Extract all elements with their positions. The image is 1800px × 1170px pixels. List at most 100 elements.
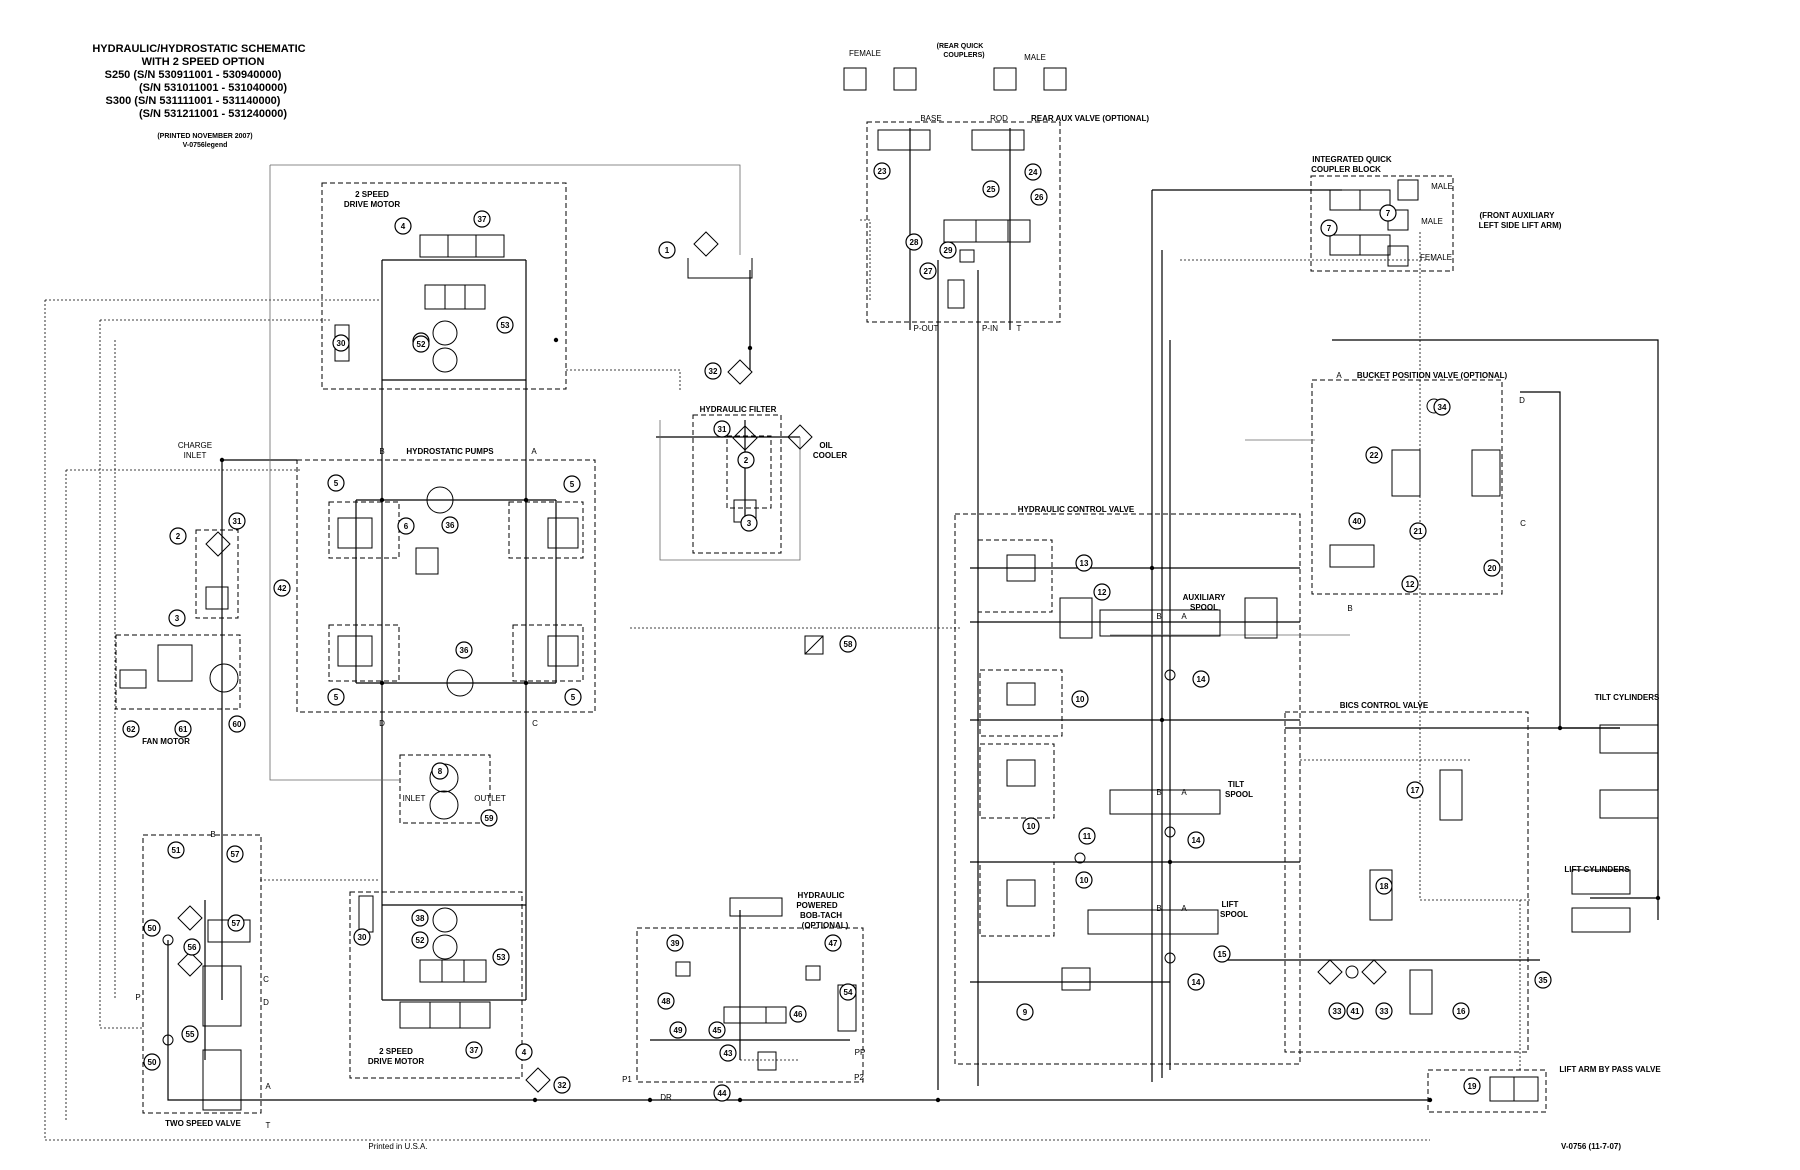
port-bucket-d: D: [1519, 396, 1525, 405]
label-rear-quick-couplers: COUPLERS): [943, 52, 984, 59]
fan-valve-61-icon: [157, 644, 193, 682]
callout-52: 52: [412, 335, 430, 353]
junction-dot: [1159, 717, 1165, 723]
callout-number: 5: [334, 479, 339, 488]
callout-circle: [740, 514, 758, 532]
port-tsv-b: B: [210, 830, 215, 839]
callout-44: 44: [713, 1084, 731, 1102]
junction-dot: [219, 457, 225, 463]
filter-31-charge-icon: [205, 531, 231, 557]
port-labels: FEMALE MALE BASE ROD P-OUT P-IN T MALE M…: [135, 49, 1526, 1130]
callout-3: 3: [168, 609, 186, 627]
callout-number: 28: [910, 238, 919, 247]
port-bob-p1: P1: [622, 1075, 632, 1084]
sensor-58-icon: [804, 635, 824, 655]
valve-17-icon: [1439, 769, 1463, 821]
junction-dots: [219, 337, 1661, 1103]
callout-number: 27: [924, 267, 933, 276]
callout-circle: [1075, 871, 1093, 889]
callout-15: 15: [1213, 945, 1231, 963]
callout-circle: [657, 992, 675, 1010]
callout-circle: [1348, 512, 1366, 530]
relief-10c-icon: [1006, 879, 1036, 907]
port-p-out: P-OUT: [914, 324, 939, 333]
callout-circle: [1379, 204, 1397, 222]
pump-inlet-box: [399, 754, 491, 824]
callout-number: 57: [232, 919, 241, 928]
callout-number: 29: [944, 246, 953, 255]
callout-53: 53: [496, 316, 514, 334]
callout-30: 30: [332, 334, 350, 352]
section-labels: 2 SPEED DRIVE MOTOR HYDROSTATIC PUMPS CH…: [142, 43, 1661, 1128]
callout-number: 12: [1406, 580, 1415, 589]
label-bics-control-valve: BICS CONTROL VALVE: [1340, 701, 1429, 710]
callout-number: 22: [1370, 451, 1379, 460]
callout-number: 7: [1327, 224, 1332, 233]
callout-60: 60: [228, 715, 246, 733]
valve-4-top-c: [475, 234, 505, 258]
label-bob-tach: BOB-TACH: [800, 911, 842, 920]
callout-number: 38: [416, 914, 425, 923]
printed-in: Printed in U.S.A.: [368, 1142, 427, 1151]
callout-circle: [708, 1021, 726, 1039]
check-50-lower-icon: [162, 1034, 174, 1046]
callout-number: 30: [337, 339, 346, 348]
filter-33-a-icon: [1317, 959, 1343, 985]
callout-circle: [411, 931, 429, 949]
pump-5-ul: [328, 501, 400, 559]
rear-aux-pilot: [860, 219, 871, 300]
callout-number: 8: [438, 767, 443, 776]
callout-number: 53: [501, 321, 510, 330]
pilot-drain-lines: [44, 219, 1530, 1141]
callout-33: 33: [1375, 1002, 1393, 1020]
bob-valve-44-icon: [757, 1051, 777, 1071]
callout-circle: [824, 934, 842, 952]
callout-circle: [1534, 971, 1552, 989]
title-line: (S/N 531011001 - 531040000): [139, 82, 287, 94]
pump-59-icon: [429, 790, 459, 820]
callout-circle: [1406, 781, 1424, 799]
callout-circle: [397, 517, 415, 535]
callout-circle: [704, 362, 722, 380]
callout-7: 7: [1379, 204, 1397, 222]
callout-number: 34: [1438, 403, 1447, 412]
callout-5: 5: [327, 688, 345, 706]
callout-number: 50: [148, 1058, 157, 1067]
port-tsv-d: D: [263, 998, 269, 1007]
callout-circle: [713, 1084, 731, 1102]
callout-number: 42: [278, 584, 287, 593]
callout-36: 36: [455, 641, 473, 659]
label-integrated-quick-coupler: INTEGRATED QUICK: [1312, 155, 1392, 164]
port-pump-d: D: [379, 719, 385, 728]
relief-6-icon: [415, 547, 439, 575]
relief-13-icon: [1006, 554, 1036, 582]
callout-circle: [658, 241, 676, 259]
callout-circle: [411, 909, 429, 927]
junction-dot: [647, 1097, 653, 1103]
relief-10b-box: [979, 743, 1055, 819]
pump-5-ur: [508, 501, 584, 559]
breather-1-icon: [693, 231, 719, 257]
callout-1: 1: [658, 241, 676, 259]
label-tilt-spool: TILT: [1228, 780, 1244, 789]
callout-10: 10: [1022, 817, 1040, 835]
callout-circle: [353, 928, 371, 946]
valve-53-bot-b: [441, 959, 465, 983]
callout-circle: [1075, 554, 1093, 572]
port-tilt-b: B: [1156, 788, 1161, 797]
callout-18: 18: [1375, 877, 1393, 895]
motor-52-bottom-icon: [432, 934, 458, 960]
port-male-2: MALE: [1421, 217, 1443, 226]
port-female-top: FEMALE: [849, 49, 881, 58]
callout-circle: [1433, 398, 1451, 416]
callout-circle: [227, 914, 245, 932]
callout-number: 14: [1192, 836, 1201, 845]
callout-14: 14: [1192, 670, 1210, 688]
valve-16-icon: [1409, 969, 1433, 1015]
callout-circle: [1409, 522, 1427, 540]
check-14-top-icon: [1164, 669, 1176, 681]
callout-number: 49: [674, 1026, 683, 1035]
qc-valve-7-c: [1329, 234, 1361, 256]
callout-57: 57: [227, 914, 245, 932]
